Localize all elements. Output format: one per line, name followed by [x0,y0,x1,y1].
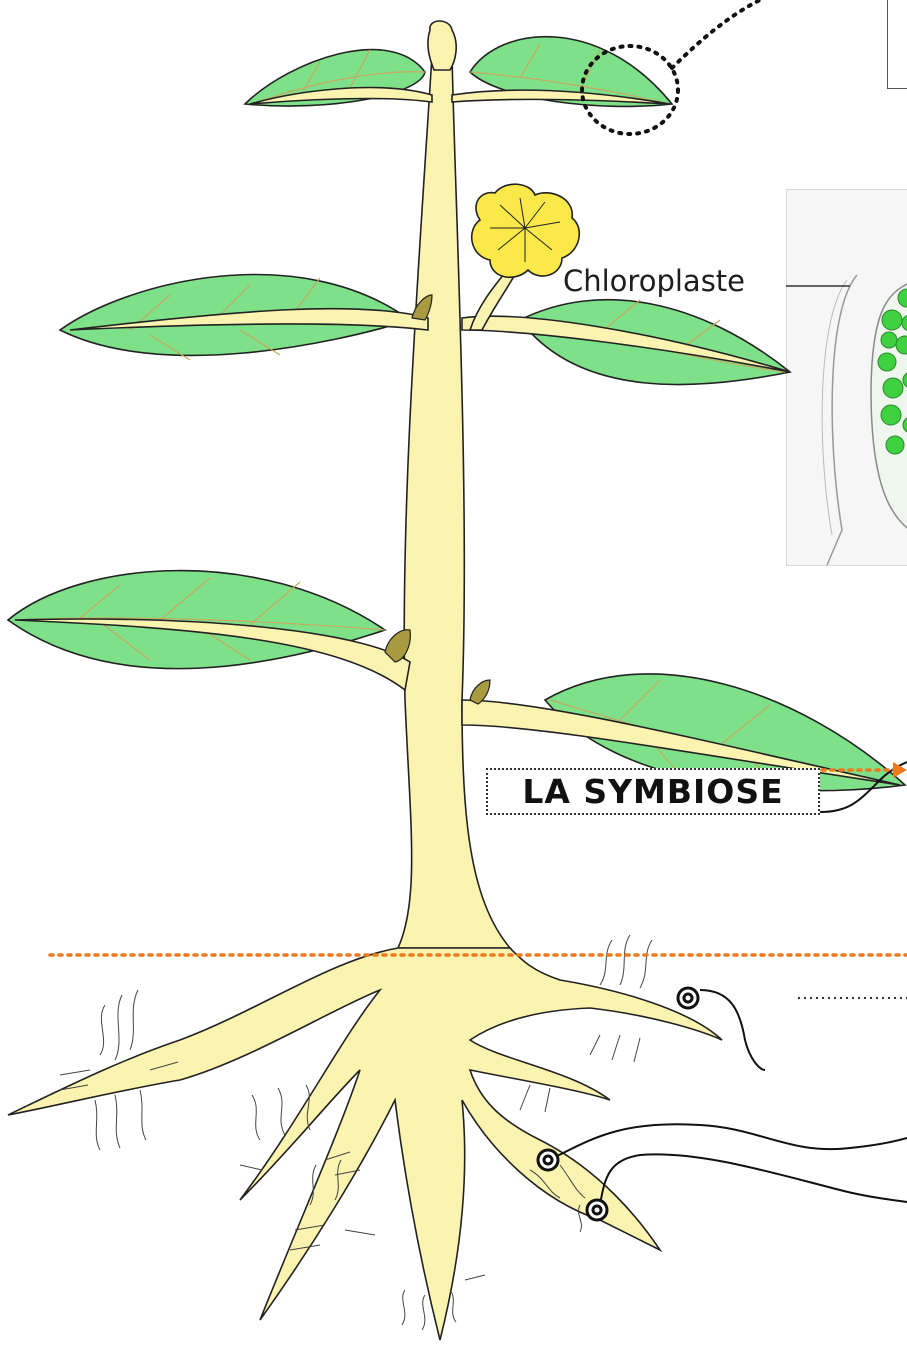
symbiosis-box: LA SYMBIOSE [486,768,820,815]
symbiosis-connectors [553,762,907,1205]
symbiosis-label: LA SYMBIOSE [522,772,783,811]
chloroplast-label: Chloroplaste [563,263,745,299]
stem-bud [428,21,456,70]
root-system [8,948,722,1340]
stem-and-roots [8,21,900,1340]
